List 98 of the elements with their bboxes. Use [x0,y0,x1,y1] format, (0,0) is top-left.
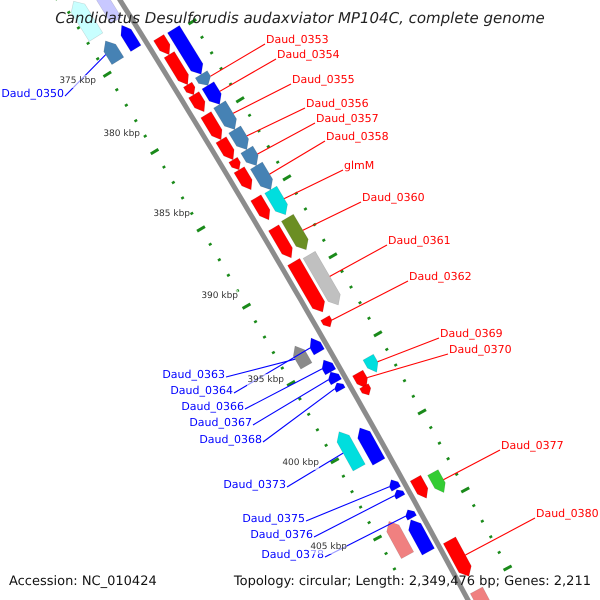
gene-label: Daud_0357 [316,112,379,125]
gene-label: Daud_0363 [162,368,225,381]
gene-feature [362,354,378,373]
gene-feature [268,224,293,258]
leader-line [226,358,296,378]
genome-info-text: Topology: circular; Length: 2,349,476 bp; Genes: 2,211 [234,574,591,590]
leader-line [443,450,500,480]
gene-feature [334,382,346,393]
accession-text: Accession: NC_010424 [9,574,157,590]
gene-label: Daud_0377 [501,439,564,452]
gene-feature [394,489,406,500]
leader-line [465,518,536,556]
gene-feature [234,166,252,190]
scale-label: 375 kbp [59,75,96,88]
gene-label: Daud_0368 [199,433,262,446]
gene-feature [405,509,417,521]
leader-line [252,379,328,426]
gene-label: Daud_0375 [242,512,305,525]
gene-feature [359,383,372,396]
gene-label: Daud_0367 [189,416,252,429]
leader-line [284,170,344,200]
gene-feature [202,81,222,105]
gene-label: Daud_0358 [326,130,389,143]
gene-label: Daud_0366 [181,400,244,413]
gene-label: Daud_0353 [266,33,329,46]
gene-feature [182,82,196,96]
gene-feature [352,370,368,389]
gene-feature [292,346,312,370]
gene-feature [194,70,211,86]
leader-line [234,348,310,394]
gene-feature [264,186,288,216]
gene-feature [120,24,142,52]
leader-line [210,44,266,77]
gene-feature [322,360,336,376]
leader-line [306,486,390,522]
gene-feature [188,91,206,112]
gene-feature [386,521,414,559]
gene-label: Daud_0354 [277,48,340,61]
diagram-title: Candidatus Desulforudis audaxviator MP104C, complete genome [54,9,546,27]
gene-label: Daud_0376 [250,528,313,541]
gene-label: Daud_0355 [292,73,355,86]
scale-label: 380 kbp [103,128,140,141]
gene-feature [281,214,309,250]
gene-feature [427,469,446,494]
gene-feature [287,258,326,312]
leader-line [332,280,408,320]
gene-label: glmM [344,159,374,172]
gene-feature [408,519,435,556]
scale-label: 390 kbp [201,290,238,303]
gene-feature [250,162,273,190]
gene-feature [103,40,124,66]
gene-feature [153,34,170,56]
gene-label: Daud_0364 [170,384,233,397]
leader-line [257,122,316,154]
gene-feature [328,372,342,386]
gene-feature [164,51,189,86]
gene-feature [213,100,237,130]
gene-feature [167,25,204,75]
gene-label: Daud_0373 [223,478,286,491]
gene-label: Daud_0361 [388,234,451,247]
leader-line [367,353,448,378]
gene-label: Daud_0369 [440,327,503,340]
gene-label: Daud_0362 [409,270,472,283]
gene-feature [388,479,401,492]
gene-feature [215,136,234,160]
gene-feature [336,431,366,472]
leader-line [232,84,292,114]
gene-feature [240,146,259,166]
leader-line [324,516,406,558]
gene-feature [228,156,241,170]
leader-line [286,452,344,488]
gene-label: Daud_0360 [362,191,425,204]
leader-line [244,368,322,410]
gene-feature [442,536,472,577]
gene-feature [250,194,270,220]
scale-label: 385 kbp [153,208,190,221]
gene-feature [410,474,428,499]
leader-line [246,108,306,136]
gene-feature [228,125,249,150]
gene-feature [302,250,341,306]
gene-feature [310,338,325,356]
scale-label: 400 kbp [282,457,319,470]
leader-line [220,58,276,92]
scale-label: 395 kbp [247,374,284,387]
gene-feature [320,315,332,328]
gene-feature [357,428,386,466]
leader-line [378,337,440,362]
leader-line [64,54,106,96]
leader-line [330,244,388,277]
leader-line [302,202,362,231]
gene-label: Daud_0370 [449,343,512,356]
gene-label: Daud_0350 [1,87,64,100]
leader-line [262,388,335,442]
gene-label: Daud_0380 [536,507,599,520]
gene-label: Daud_0356 [306,97,369,110]
leader-line [269,140,326,175]
gene-feature [200,111,222,140]
leader-line [314,495,395,538]
